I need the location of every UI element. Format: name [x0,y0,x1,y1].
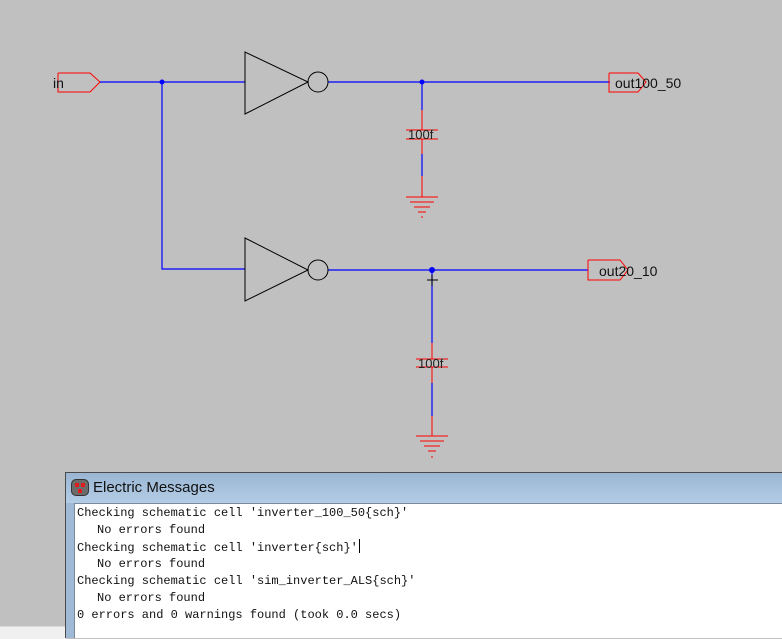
ground-icon [416,416,448,458]
output-pin-bottom[interactable]: out20_10 [587,259,658,281]
message-line-text: Checking schematic cell 'inverter{sch}' [77,541,358,555]
messages-text-area[interactable]: Checking schematic cell 'inverter_100_50… [74,503,782,638]
output-pin-top[interactable]: out100_50 [608,72,681,93]
message-line: No errors found [97,591,206,605]
capacitor-bottom-label: 100f [418,356,444,371]
inverter-top[interactable] [244,51,329,115]
cursor-cross-marker [427,275,438,286]
message-line: Checking schematic cell 'inverter_100_50… [77,506,409,520]
message-line: Checking schematic cell 'sim_inverter_AL… [77,574,416,588]
capacitor-top-label: 100f [408,127,434,142]
text-caret [358,539,360,553]
messages-window-titlebar[interactable]: Electric Messages [66,473,782,503]
input-pin-label: in [53,75,64,91]
ground-icon [406,176,438,218]
output-pin-bottom-label: out20_10 [599,263,658,279]
junction-dot [159,79,165,85]
electric-app-icon [71,479,89,496]
message-line: Checking schematic cell 'inverter{sch}' [77,539,782,556]
capacitor-bottom[interactable]: 100f [416,343,448,383]
wires [100,81,610,416]
capacitor-top[interactable]: 100f [406,110,438,154]
messages-window-title: Electric Messages [93,479,215,496]
junction-dot [429,267,435,273]
output-pin-top-label: out100_50 [615,75,681,91]
wire-in-to-bottom-inverter[interactable] [161,82,245,270]
message-line: No errors found [97,523,206,537]
message-line: No errors found [97,557,206,571]
status-strip [0,626,66,639]
input-pin[interactable]: in [53,72,101,93]
messages-window[interactable]: Electric Messages Checking schematic cel… [65,472,782,638]
junction-dot [419,79,425,85]
message-line: 0 errors and 0 warnings found (took 0.0 … [77,608,402,622]
inverter-bottom[interactable] [244,237,329,302]
